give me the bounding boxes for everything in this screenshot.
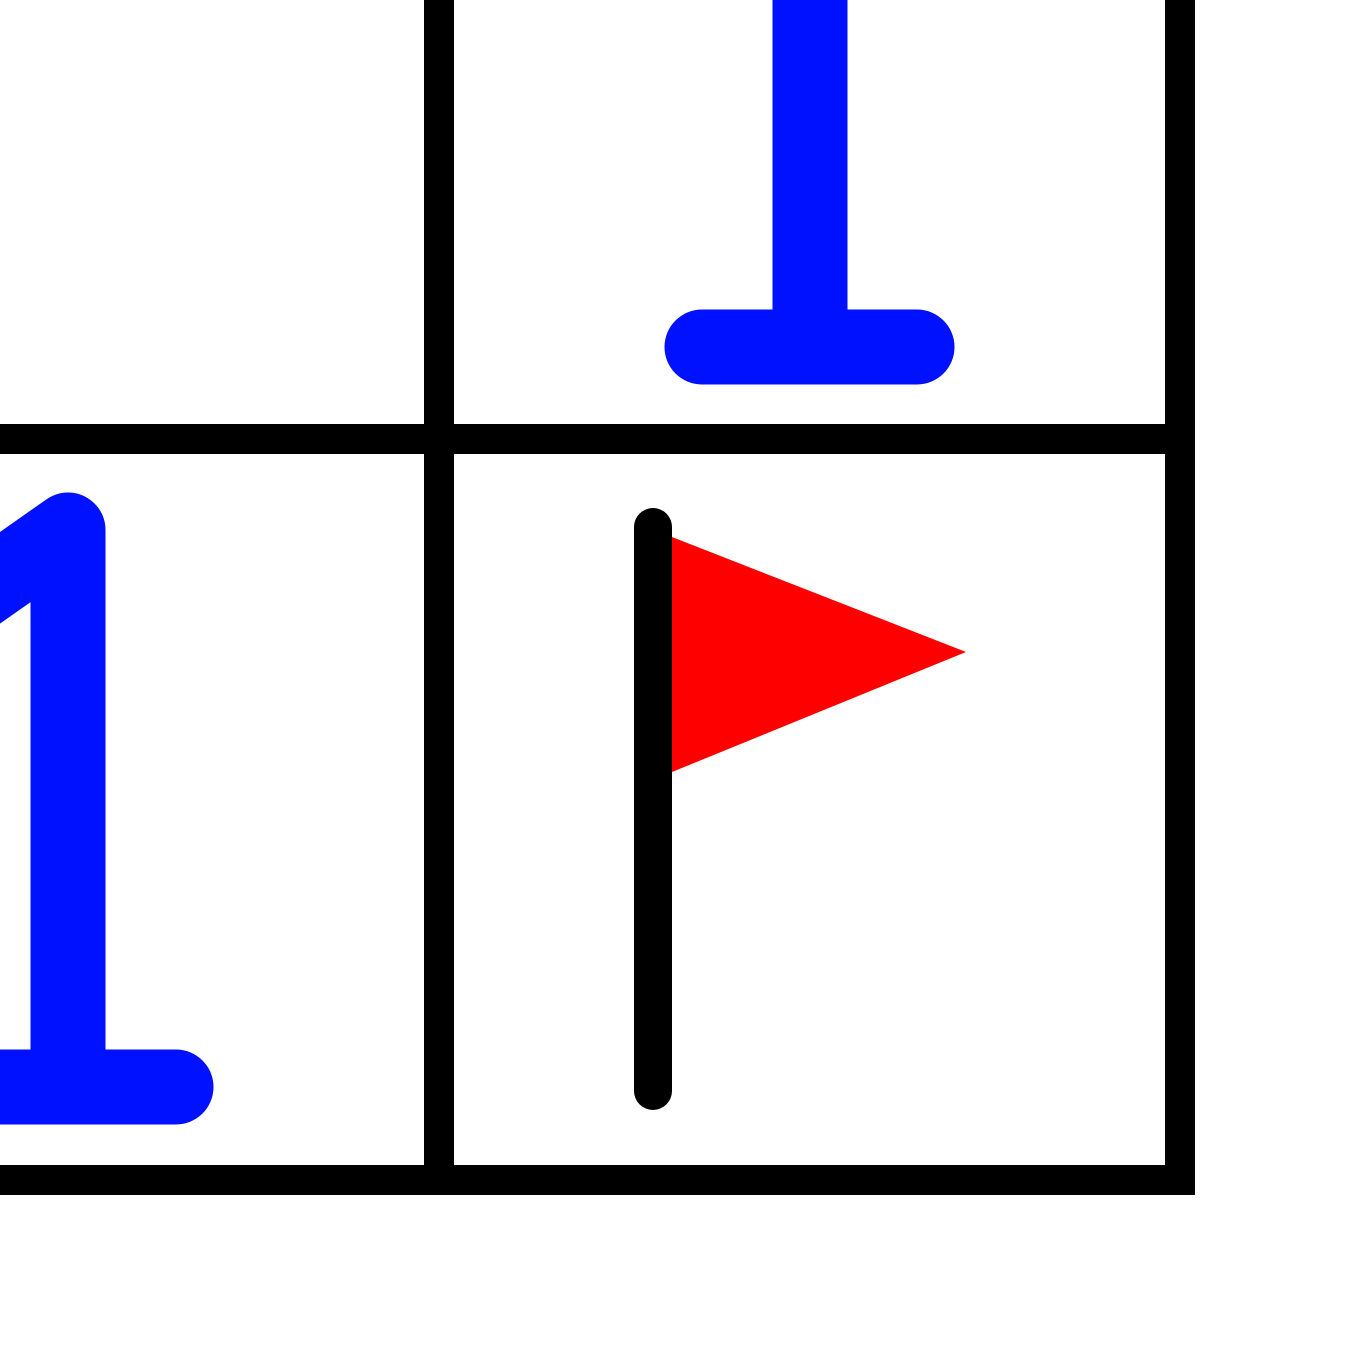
cell-bottom-left-number: 1: [0, 492, 214, 1125]
flag-icon: [634, 508, 966, 1110]
cell-bottom-right[interactable]: [454, 454, 1165, 1165]
grid-lines: [0, 0, 1195, 1195]
cell-top-right-number: 1: [664, 0, 955, 385]
cell-top-left[interactable]: [0, 0, 424, 424]
flag-cloth: [672, 537, 966, 772]
